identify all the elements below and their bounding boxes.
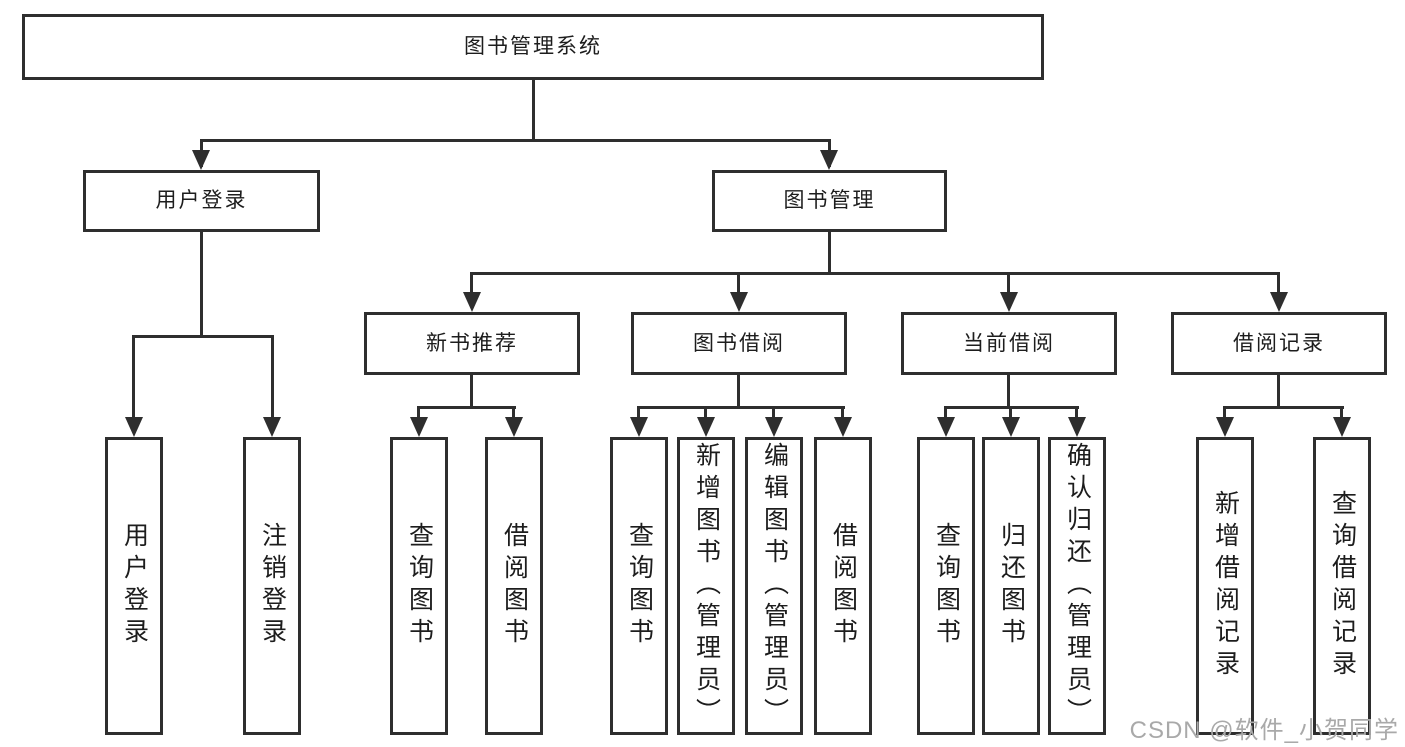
arrow-down-icon xyxy=(1270,292,1288,312)
connector-drop xyxy=(417,406,420,426)
connector-drop xyxy=(1075,406,1078,426)
connector-drop xyxy=(1340,406,1343,426)
node-add-books-admin: 新增图书（管理员） xyxy=(677,437,735,735)
arrow-down-icon xyxy=(263,417,281,437)
node-new-book-rec: 新书推荐 xyxy=(364,312,580,375)
connector-level3-split xyxy=(470,272,1280,275)
connector-trunk xyxy=(1277,375,1280,409)
connector-drop xyxy=(271,335,274,425)
connector-drop xyxy=(1277,272,1280,300)
connector-drop xyxy=(1007,272,1010,300)
csdn-watermark: CSDN @软件_小贺同学 xyxy=(1129,717,1399,744)
connector-split xyxy=(1223,406,1344,409)
connector-level2-split xyxy=(200,139,830,142)
arrow-down-icon xyxy=(1002,417,1020,437)
node-current-borrow: 当前借阅 xyxy=(901,312,1117,375)
arrow-down-icon xyxy=(463,292,481,312)
arrow-down-icon xyxy=(505,417,523,437)
node-query-borrow-record: 查询借阅记录 xyxy=(1313,437,1371,735)
node-book-mgmt: 图书管理 xyxy=(712,170,947,232)
node-root: 图书管理系统 xyxy=(22,14,1044,80)
arrow-down-icon xyxy=(730,292,748,312)
connector-drop xyxy=(737,272,740,300)
connector-drop xyxy=(132,335,135,425)
connector-drop xyxy=(944,406,947,426)
arrow-down-icon xyxy=(1068,417,1086,437)
connector-drop xyxy=(470,272,473,300)
node-book-borrow: 图书借阅 xyxy=(631,312,847,375)
arrow-down-icon xyxy=(1216,417,1234,437)
connector-drop xyxy=(772,406,775,426)
node-edit-books-admin: 编辑图书（管理员） xyxy=(745,437,803,735)
node-borrow-books-leaf: 借阅图书 xyxy=(814,437,872,735)
node-query-books-current: 查询图书 xyxy=(917,437,975,735)
connector-trunk xyxy=(470,375,473,409)
connector-drop xyxy=(637,406,640,426)
arrow-down-icon xyxy=(765,417,783,437)
node-query-books-rec: 查询图书 xyxy=(390,437,448,735)
arrow-down-icon xyxy=(834,417,852,437)
connector-trunk xyxy=(1007,375,1010,409)
node-user-login: 用户登录 xyxy=(83,170,320,232)
connector-split xyxy=(417,406,516,409)
connector-user-login-trunk xyxy=(200,232,203,335)
connector-root-trunk xyxy=(532,80,535,142)
arrow-down-icon xyxy=(937,417,955,437)
connector-drop xyxy=(512,406,515,426)
arrow-down-icon xyxy=(1333,417,1351,437)
connector-book-mgmt-trunk xyxy=(828,232,831,274)
node-query-books-borrow: 查询图书 xyxy=(610,437,668,735)
connector-drop xyxy=(1009,406,1012,426)
arrow-down-icon xyxy=(630,417,648,437)
connector-drop xyxy=(841,406,844,426)
node-borrow-books-rec: 借阅图书 xyxy=(485,437,543,735)
node-user-login-leaf: 用户登录 xyxy=(105,437,163,735)
arrow-down-icon xyxy=(1000,292,1018,312)
node-add-borrow-record: 新增借阅记录 xyxy=(1196,437,1254,735)
node-return-books: 归还图书 xyxy=(982,437,1040,735)
arrow-down-icon xyxy=(697,417,715,437)
connector-drop xyxy=(704,406,707,426)
connector-trunk xyxy=(737,375,740,409)
connector-drop xyxy=(1223,406,1226,426)
node-logout: 注销登录 xyxy=(243,437,301,735)
connector-split xyxy=(637,406,845,409)
node-borrow-records: 借阅记录 xyxy=(1171,312,1387,375)
arrow-down-icon xyxy=(820,150,838,170)
arrow-down-icon xyxy=(410,417,428,437)
arrow-down-icon xyxy=(192,150,210,170)
node-confirm-return-admin: 确认归还（管理员） xyxy=(1048,437,1106,735)
arrow-down-icon xyxy=(125,417,143,437)
connector-user-login-split xyxy=(132,335,274,338)
